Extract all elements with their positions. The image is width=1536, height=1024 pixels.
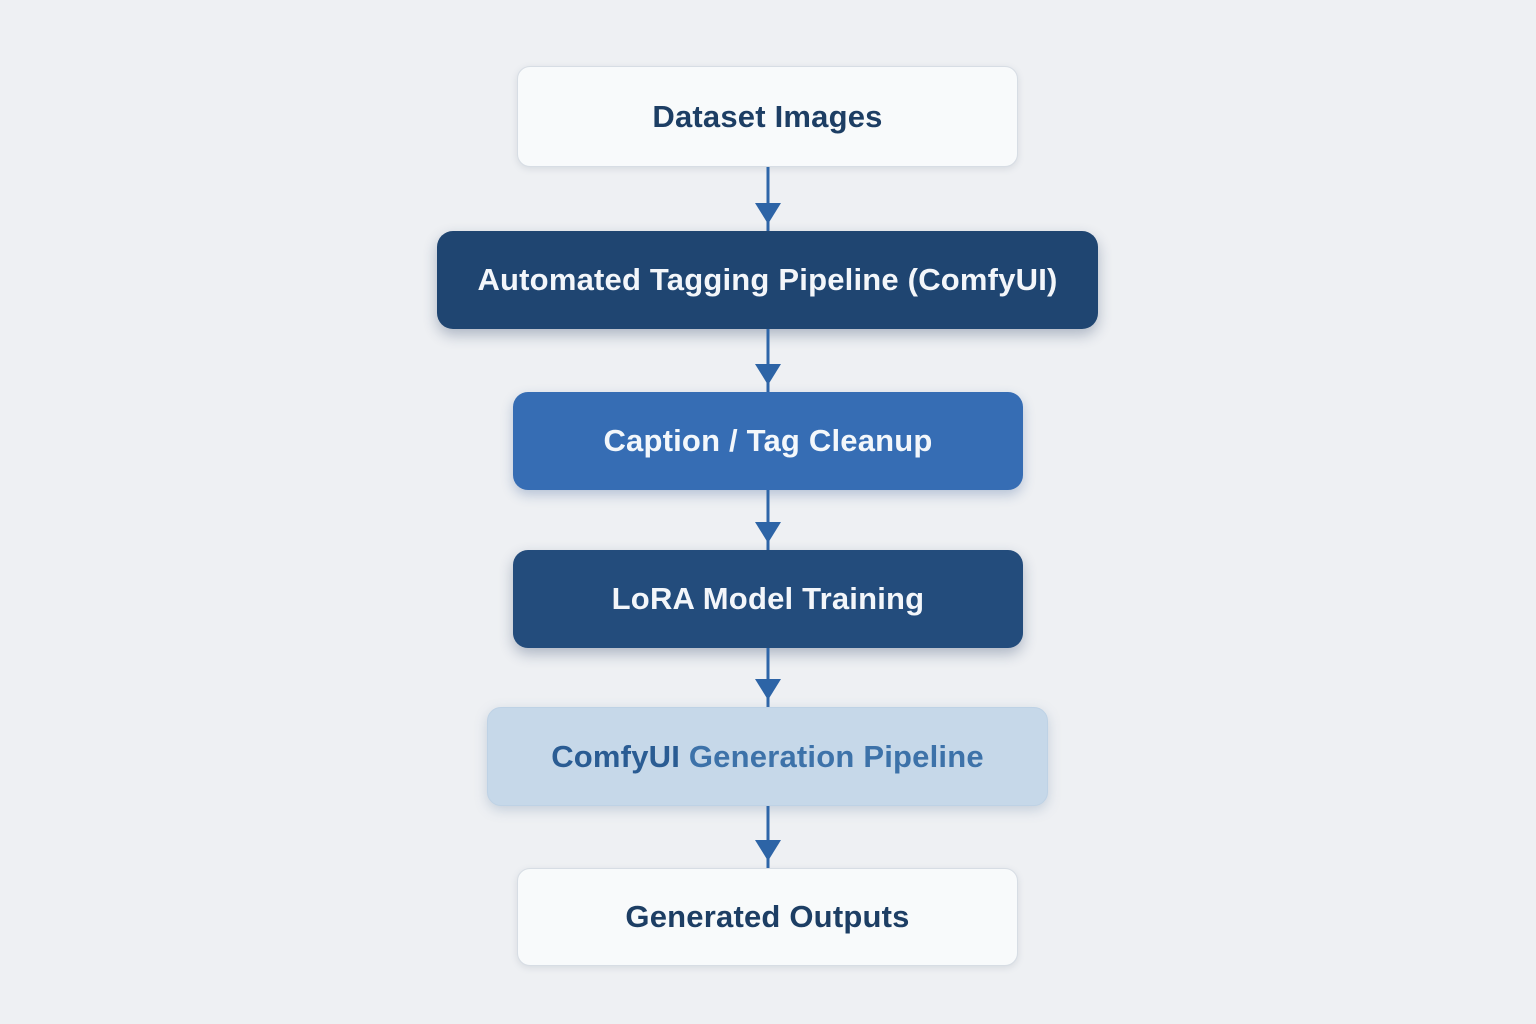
connector-arrow	[753, 329, 783, 392]
arrow-line	[766, 329, 770, 392]
arrow-line	[766, 490, 770, 550]
node-label: LoRA Model Training	[611, 581, 925, 616]
node-label: ComfyUI Generation Pipeline	[551, 739, 984, 775]
arrow-head-down-icon	[755, 364, 781, 385]
arrow-line	[766, 648, 770, 707]
node-label-part2: Generation Pipeline	[680, 738, 984, 774]
flow-node-lora-model-training: LoRA Model Training	[513, 550, 1023, 648]
flow-node-generated-outputs: Generated Outputs	[517, 868, 1018, 966]
arrow-line	[766, 167, 770, 231]
node-label: Caption / Tag Cleanup	[603, 423, 933, 458]
connector-arrow	[753, 806, 783, 868]
flow-node-dataset-images: Dataset Images	[517, 66, 1018, 167]
arrow-line	[766, 806, 770, 868]
flow-node-caption-tag-cleanup: Caption / Tag Cleanup	[513, 392, 1023, 490]
connector-arrow	[753, 490, 783, 550]
arrow-head-down-icon	[755, 679, 781, 700]
flow-node-automated-tagging-pipeline: Automated Tagging Pipeline (ComfyUI)	[437, 231, 1098, 329]
node-label: Automated Tagging Pipeline (ComfyUI)	[477, 262, 1058, 297]
arrow-head-down-icon	[755, 203, 781, 224]
connector-arrow	[753, 167, 783, 231]
node-label: Dataset Images	[652, 98, 883, 134]
node-label-part1: ComfyUI	[551, 738, 681, 774]
node-label: Generated Outputs	[625, 899, 910, 934]
connector-arrow	[753, 648, 783, 707]
flow-node-comfyui-generation-pipeline: ComfyUI Generation Pipeline	[487, 707, 1048, 806]
arrow-head-down-icon	[755, 840, 781, 861]
arrow-head-down-icon	[755, 522, 781, 543]
